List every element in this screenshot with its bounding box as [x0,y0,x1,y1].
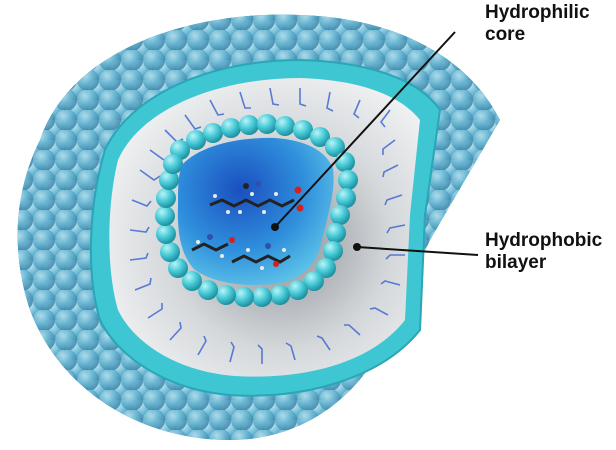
bilayer-leader-line [356,246,479,256]
bilayer-leader-dot [353,243,361,251]
hydrophobic-bilayer-label-line1: Hydrophobic [485,230,603,251]
hydrophobic-bilayer-label-line2: bilayer [485,252,547,273]
hydrophobic-bilayer-label: Hydrophobic bilayer [485,230,602,274]
core-leader-line [274,31,456,228]
hydrophilic-core-label: Hydrophilic core [485,2,590,46]
drug-molecules [191,181,304,270]
hydrophilic-core-label-line2: core [485,24,526,45]
core-leader-dot [271,223,279,231]
hydrophilic-core-label-line1: Hydrophilic [485,2,590,23]
inner-leaflet-heads [155,114,358,307]
lipid-tails [129,87,406,364]
